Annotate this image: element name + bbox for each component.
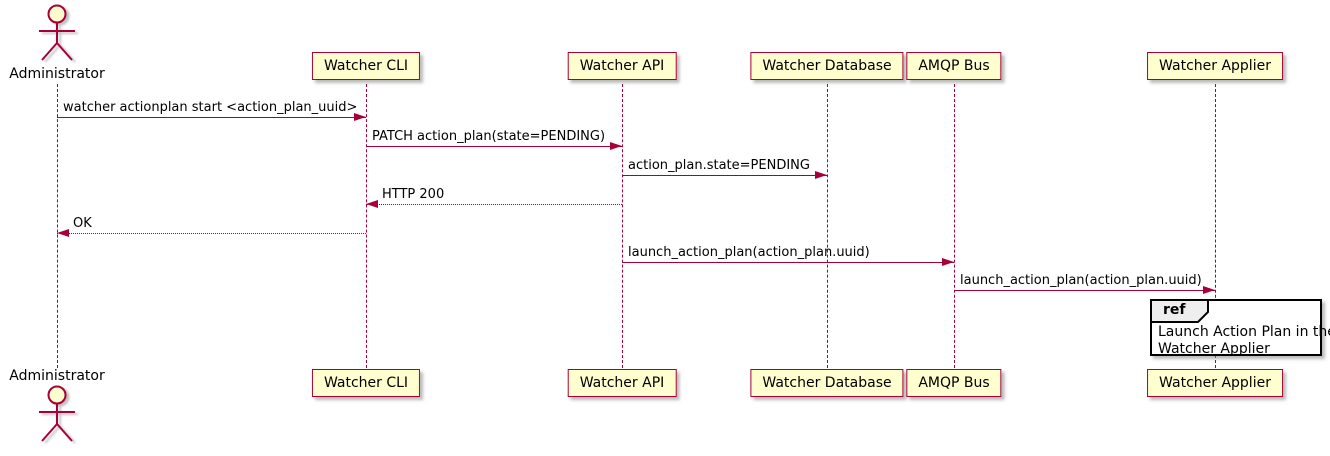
arrowhead-icon — [57, 229, 69, 237]
message-label-3: action_plan.state=PENDING — [628, 158, 810, 173]
arrowhead-icon — [1203, 286, 1215, 294]
lifeline-watcher-database — [827, 84, 828, 368]
message-label-5: OK — [73, 216, 92, 231]
ref-text-line: Launch Action Plan in the — [1158, 324, 1330, 340]
message-label-7: launch_action_plan(action_plan.uuid) — [960, 273, 1202, 288]
message-line-2 — [366, 146, 622, 147]
message-line-5 — [57, 233, 366, 234]
lifeline-administrator — [57, 84, 58, 368]
participant-box-amqp-bus-top: AMQP Bus — [906, 52, 1002, 80]
lifeline-watcher-api — [622, 84, 623, 368]
participant-box-watcher-cli-bottom: Watcher CLI — [311, 369, 421, 397]
message-label-6: launch_action_plan(action_plan.uuid) — [628, 245, 870, 260]
actor-figure-administrator-top — [25, 4, 89, 68]
ref-body: Launch Action Plan in the Watcher Applie… — [1152, 324, 1330, 358]
actor-label-administrator-top: Administrator — [9, 66, 105, 82]
message-line-6 — [622, 262, 954, 263]
participant-box-watcher-applier-top: Watcher Applier — [1147, 52, 1283, 80]
message-line-7 — [954, 290, 1215, 291]
message-line-1 — [57, 117, 366, 118]
arrowhead-icon — [354, 113, 366, 121]
arrowhead-icon — [366, 200, 378, 208]
arrowhead-icon — [610, 142, 622, 150]
actor-figure-administrator-bottom — [25, 385, 89, 449]
lifeline-watcher-applier — [1215, 84, 1216, 368]
ref-fragment: ref Launch Action Plan in the Watcher Ap… — [1150, 299, 1330, 358]
arrowhead-icon — [815, 171, 827, 179]
participant-box-watcher-applier-bottom: Watcher Applier — [1147, 369, 1283, 397]
ref-tab-shape — [1150, 299, 1209, 323]
participant-box-watcher-database-top: Watcher Database — [750, 52, 904, 80]
message-label-2: PATCH action_plan(state=PENDING) — [372, 129, 606, 144]
participant-box-amqp-bus-bottom: AMQP Bus — [906, 369, 1002, 397]
participant-box-watcher-api-bottom: Watcher API — [567, 369, 677, 397]
message-line-3 — [622, 175, 827, 176]
arrowhead-icon — [942, 258, 954, 266]
message-label-1: watcher actionplan start <action_plan_uu… — [63, 100, 358, 115]
lifeline-amqp-bus — [954, 84, 955, 368]
participant-box-watcher-database-bottom: Watcher Database — [750, 369, 904, 397]
actor-label-administrator-bottom: Administrator — [9, 368, 105, 384]
ref-text-line: Watcher Applier — [1158, 341, 1270, 357]
message-label-4: HTTP 200 — [382, 187, 445, 202]
ref-tab-label: ref — [1163, 302, 1186, 318]
participant-box-watcher-api-top: Watcher API — [567, 52, 677, 80]
participant-box-watcher-cli-top: Watcher CLI — [311, 52, 421, 80]
lifeline-watcher-cli — [366, 84, 367, 368]
message-line-4 — [366, 204, 622, 205]
